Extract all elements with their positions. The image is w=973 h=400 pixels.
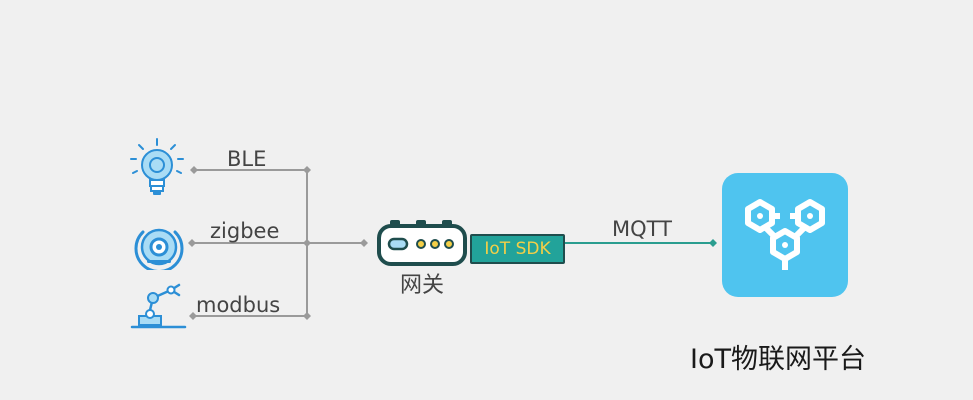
modbus-junction-diamond xyxy=(303,312,311,320)
zigbee-label: zigbee xyxy=(210,219,280,243)
hexagon-gears-icon xyxy=(745,199,825,270)
iot-sdk-box: IoT SDK xyxy=(470,234,565,264)
mqtt-end-diamond xyxy=(709,239,717,247)
platform-label: IoT物联网平台 xyxy=(690,344,866,375)
ble-label: BLE xyxy=(227,147,267,171)
mqtt-label: MQTT xyxy=(612,217,672,241)
ble-junction-diamond xyxy=(303,166,311,174)
zigbee-end-diamond xyxy=(188,239,196,247)
gateway-input-diamond xyxy=(360,239,368,247)
lightbulb-icon xyxy=(130,138,184,195)
ble-end-diamond xyxy=(190,166,198,174)
iot-platform-box xyxy=(722,173,848,297)
router-icon xyxy=(377,220,467,266)
modbus-label: modbus xyxy=(196,293,281,317)
gateway-label: 网关 xyxy=(400,273,445,298)
modbus-end-diamond xyxy=(189,312,197,320)
robotic-arm-icon xyxy=(130,283,187,329)
robot-vacuum-icon xyxy=(134,228,184,270)
zigbee-junction-diamond xyxy=(303,239,311,247)
